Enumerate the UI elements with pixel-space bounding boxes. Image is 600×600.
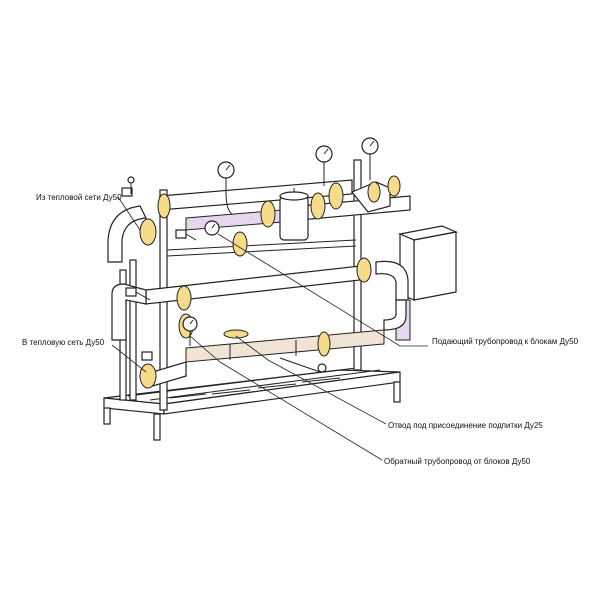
gauge-icon <box>361 137 379 180</box>
filter-vessel <box>279 188 309 241</box>
label-to-network: В тепловую сеть Ду50 <box>22 338 105 347</box>
leader-lines <box>111 196 428 461</box>
label-return-from-blocks: Обратный трубопровод от блоков Ду50 <box>384 457 531 466</box>
gauge-icon <box>204 220 220 236</box>
base-frame <box>103 367 401 441</box>
label-feed-branch: Отвод под присоединение подпитки Ду25 <box>388 421 543 430</box>
top-right-valve <box>351 175 401 213</box>
pressure-gauges <box>182 137 379 346</box>
flanges <box>139 182 372 389</box>
gauge-icon <box>217 161 235 215</box>
hand-valves <box>125 229 197 361</box>
gauge-icon <box>182 316 198 346</box>
label-supply-to-blocks: Подающий трубопровод к блокам Ду50 <box>432 337 579 346</box>
label-from-network: Из тепловой сети Ду50 <box>36 193 122 202</box>
middle-pipe <box>111 260 409 341</box>
gauge-icon <box>315 145 333 186</box>
control-cabinet <box>397 225 459 301</box>
lower-pipe <box>145 299 411 389</box>
